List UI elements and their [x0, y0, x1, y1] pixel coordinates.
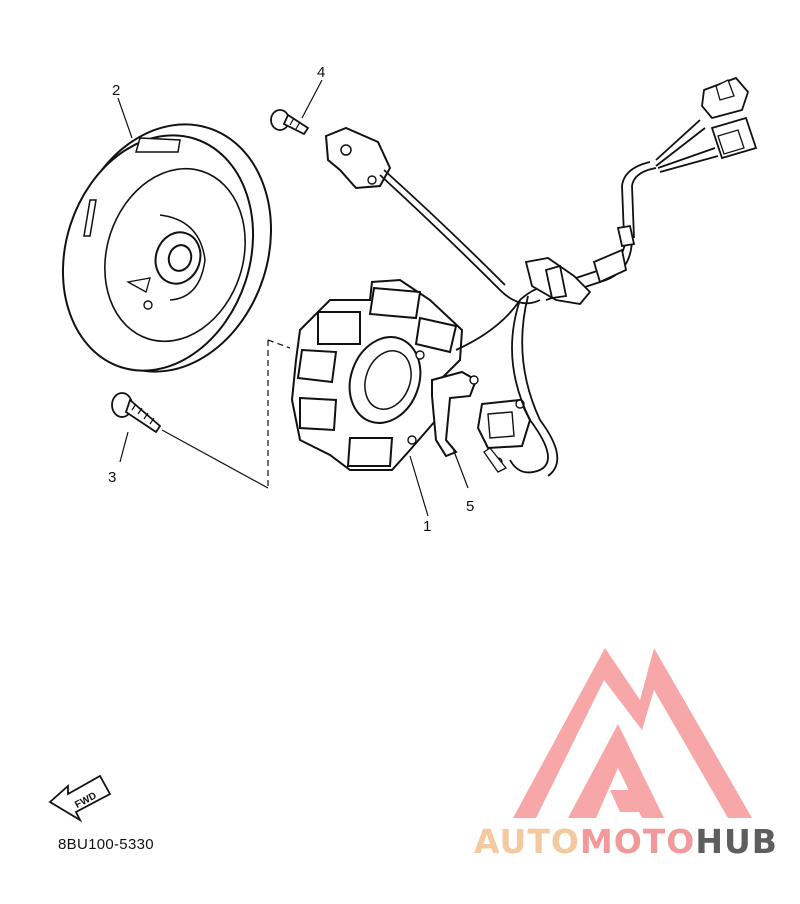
brand-hub: HUB — [695, 822, 778, 861]
brand-auto: AUTO — [474, 822, 580, 861]
flywheel-rotor — [61, 123, 273, 373]
harness-grommet — [524, 224, 636, 305]
sensor-bracket — [324, 126, 392, 190]
fwd-arrow-icon: FWD — [48, 774, 112, 823]
brand-moto: MOTO — [579, 822, 696, 861]
callout-4: 4 — [317, 64, 325, 81]
stator-coil — [290, 278, 464, 471]
bolt-3 — [111, 392, 162, 434]
watermark-brand: AUTOMOTOHUB — [474, 822, 778, 861]
harness-connector-round — [701, 76, 750, 120]
harness-connector-square — [710, 116, 758, 160]
callout-2: 2 — [112, 82, 120, 99]
callout-3: 3 — [108, 469, 116, 486]
leader-lines — [117, 79, 469, 517]
diagram-part-code: 8BU100-5330 — [58, 836, 154, 853]
callout-1: 1 — [423, 518, 431, 535]
pickup-coil — [431, 370, 532, 473]
screw-4 — [270, 109, 310, 136]
automotohub-logo-icon — [513, 648, 752, 818]
wiring-harness — [379, 119, 719, 477]
assembly-guide-lines — [161, 339, 291, 489]
callout-5: 5 — [466, 498, 474, 515]
